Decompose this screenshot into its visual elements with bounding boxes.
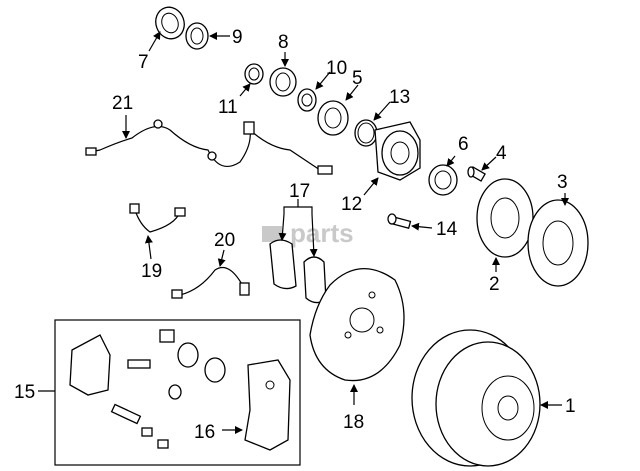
part-2-shield [476,178,534,258]
part-14-bolt [387,213,412,229]
callout-16: 16 [194,422,215,443]
callout-9: 9 [232,27,243,48]
callout-14: 14 [436,219,458,240]
callout-1: 1 [565,396,576,417]
callout-3: 3 [557,172,568,193]
watermark-text: parts [290,218,354,248]
part-19-brake-hose [129,203,186,233]
part-11-snap-ring [244,63,264,85]
callout-21: 21 [112,93,133,114]
callout-13: 13 [389,87,410,108]
callout-2: 2 [489,274,500,295]
part-21-sensor-wire [85,119,333,175]
part-17-brake-pads [269,239,327,304]
callout-10: 10 [326,58,347,79]
part-5-bearing [317,100,349,136]
callout-7: 7 [138,52,149,73]
callout-20: 20 [214,230,235,251]
part-16-caliper-bracket [244,359,291,451]
part-7-seal [155,6,185,40]
part-15-caliper-kit-box [54,319,301,466]
callout-15: 15 [14,382,35,403]
callout-18: 18 [343,412,364,433]
callout-6: 6 [458,134,469,155]
part-6-seal [428,164,458,196]
part-8-bearing-race [269,67,297,97]
callout-12: 12 [341,194,362,215]
callout-4: 4 [496,143,507,164]
part-4-hub-bolt [467,166,486,182]
part-10-ring [297,88,317,112]
part-18-backing-plate [309,267,405,382]
callout-17: 17 [289,181,310,202]
part-3-plate [527,199,589,287]
part-1-rotor [411,329,541,467]
callout-19: 19 [141,261,162,282]
leader-lines [38,31,569,434]
callout-8: 8 [278,32,289,53]
part-20-brake-hose [171,266,250,299]
part-12-hub [374,121,421,181]
part-13-o-ring [354,119,378,147]
watermark-logo: parts [262,218,354,248]
callout-5: 5 [352,68,363,89]
part-9-bearing [185,22,209,50]
callout-11: 11 [218,97,238,118]
